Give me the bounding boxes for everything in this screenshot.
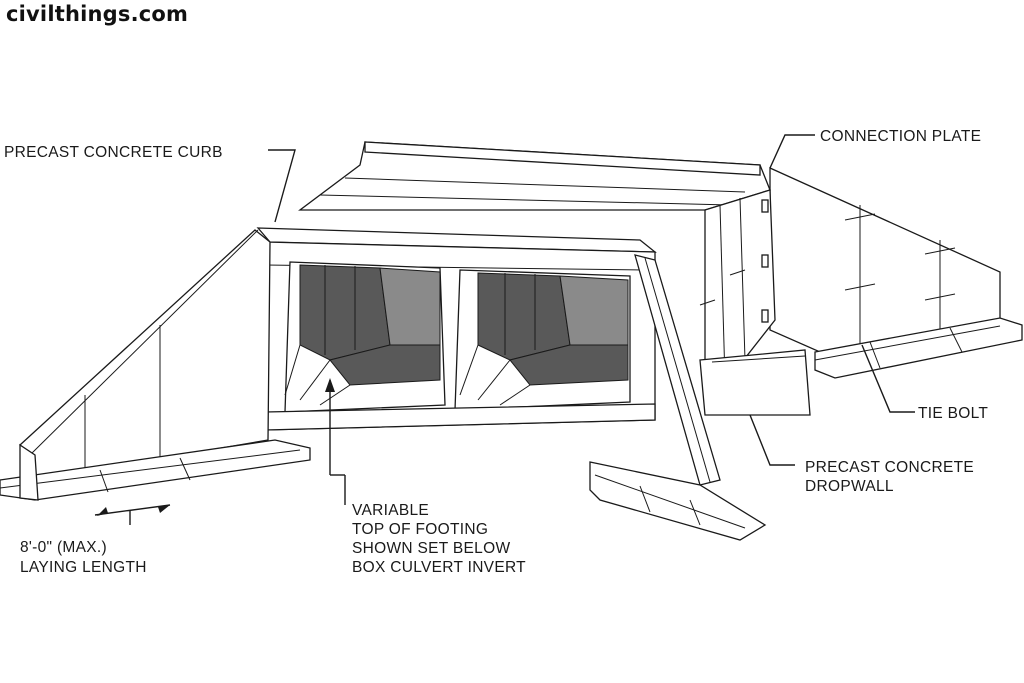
precast-dropwall <box>699 349 811 416</box>
label-tie-bolt: TIE BOLT <box>918 405 988 422</box>
label-footing-line3: SHOWN SET BELOW <box>352 540 510 557</box>
headwall <box>256 227 657 431</box>
site-watermark: civilthings.com <box>6 2 189 26</box>
left-wingwall <box>0 229 311 501</box>
right-wingwall <box>769 166 1023 379</box>
label-dropwall-line1: PRECAST CONCRETE <box>805 459 974 476</box>
label-precast-concrete-curb: PRECAST CONCRETE CURB <box>4 144 223 161</box>
label-footing-line2: TOP OF FOOTING <box>352 521 488 538</box>
leader-lines <box>94 134 915 525</box>
label-footing-line1: VARIABLE <box>352 502 429 519</box>
label-dropwall-line2: DROPWALL <box>805 478 894 495</box>
label-footing-line4: BOX CULVERT INVERT <box>352 559 526 576</box>
front-right-wingwall <box>589 254 767 541</box>
label-laying-length-line2: LAYING LENGTH <box>20 559 147 576</box>
label-connection-plate: CONNECTION PLATE <box>820 128 981 145</box>
culvert-barrel <box>298 141 776 391</box>
labels: PRECAST CONCRETE CURB CONNECTION PLATE T… <box>4 128 988 576</box>
label-laying-length-line1: 8'-0" (MAX.) <box>20 539 107 556</box>
